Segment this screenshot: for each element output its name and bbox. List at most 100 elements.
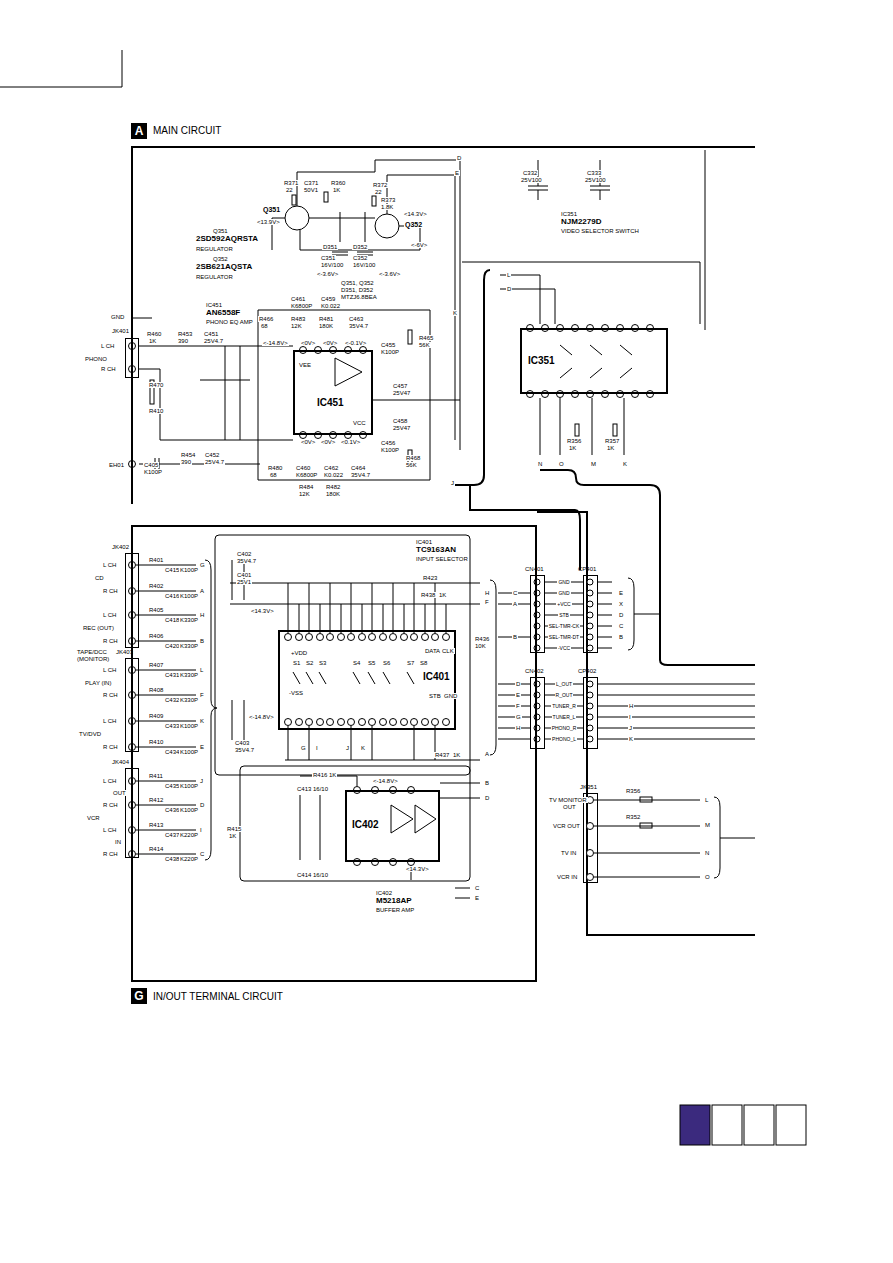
part-label: Q351, Q352 bbox=[340, 280, 375, 286]
part-label: 50V1 bbox=[303, 187, 319, 193]
part-label: K bbox=[628, 736, 634, 742]
part-label: R414 bbox=[148, 846, 164, 852]
part-label: <-14.8V> bbox=[248, 714, 275, 720]
signal-label: GND bbox=[557, 580, 570, 585]
part-label: C435 bbox=[164, 783, 180, 789]
part-label: REGULATOR bbox=[195, 274, 234, 280]
part-label: C452 bbox=[204, 452, 220, 458]
part-label: K6800P bbox=[295, 472, 318, 478]
part-label: E bbox=[515, 692, 521, 698]
part-label: K6800P bbox=[290, 303, 313, 309]
part-label: 25V4.7 bbox=[203, 338, 224, 344]
part-label: R401 bbox=[148, 557, 164, 563]
part-label: C405 bbox=[143, 462, 159, 468]
block-heading: JK404 bbox=[112, 759, 129, 765]
block-heading: JK403 bbox=[116, 649, 133, 655]
part-label: <0V> bbox=[300, 340, 316, 346]
part-label: L CH bbox=[102, 718, 117, 724]
part-label: C463 bbox=[348, 316, 364, 322]
part-label: J bbox=[345, 745, 350, 751]
part-label: <-3.6V> bbox=[378, 271, 401, 277]
part-label: 180K bbox=[318, 323, 334, 329]
part-label: E bbox=[199, 744, 205, 750]
part-label: 2SD592AQRSTA bbox=[195, 235, 259, 243]
part-label: N bbox=[537, 461, 543, 467]
part-label: -VSS bbox=[288, 690, 304, 696]
part-label: K100P bbox=[380, 447, 400, 453]
ic-box: IC351 bbox=[520, 328, 668, 394]
part-label: Q352 bbox=[212, 256, 229, 262]
part-label: PHONO EQ AMP bbox=[205, 319, 254, 325]
part-label: 12K bbox=[290, 323, 303, 329]
part-label: K100P bbox=[179, 807, 199, 813]
part-label: <-14.8V> bbox=[262, 340, 289, 346]
part-label: R411 bbox=[148, 773, 164, 779]
signal-label: SEL-TMR-CK bbox=[548, 624, 581, 629]
part-label: K bbox=[199, 718, 205, 724]
part-label: D351 bbox=[322, 244, 338, 250]
part-label: K330P bbox=[179, 672, 199, 678]
jack-block: JK404 bbox=[125, 768, 139, 858]
part-label: A bbox=[199, 588, 205, 594]
part-label: <14.3V> bbox=[250, 608, 275, 614]
part-label: OUT bbox=[112, 790, 127, 796]
part-label: C bbox=[474, 885, 480, 891]
part-label: G bbox=[515, 714, 522, 720]
part-label: 10K bbox=[474, 643, 487, 649]
part-label: 1K bbox=[228, 833, 237, 839]
part-label: L bbox=[704, 797, 709, 803]
part-label: R405 bbox=[148, 607, 164, 613]
part-label: L CH bbox=[102, 827, 117, 833]
part-label: S4 bbox=[352, 660, 361, 666]
part-label: L CH bbox=[102, 778, 117, 784]
part-label: R483 bbox=[290, 316, 306, 322]
part-label: R409 bbox=[148, 713, 164, 719]
part-label: <0V> bbox=[322, 340, 338, 346]
part-label: D bbox=[506, 286, 512, 292]
part-label: C332 bbox=[522, 170, 538, 176]
ic-name: IC451 bbox=[317, 398, 344, 408]
part-label: C431 bbox=[164, 672, 180, 678]
part-label: R413 bbox=[148, 822, 164, 828]
part-label: TC9163AN bbox=[415, 546, 457, 554]
part-label: R360 bbox=[330, 180, 346, 186]
signal-label: L_OUT bbox=[555, 682, 573, 687]
part-label: <0V> bbox=[320, 439, 336, 445]
part-label: PHONO bbox=[84, 356, 108, 362]
ic-name: IC402 bbox=[352, 820, 379, 830]
part-label: K100P bbox=[179, 749, 199, 755]
part-label: S1 bbox=[292, 660, 301, 666]
part-label: E bbox=[618, 590, 624, 596]
part-label: C352 bbox=[352, 255, 368, 261]
signal-label: PHONO_L bbox=[551, 737, 577, 742]
part-label: R410 bbox=[148, 408, 164, 414]
ic-name: IC351 bbox=[528, 356, 555, 366]
part-label: 22 bbox=[285, 187, 294, 193]
part-label: CLK bbox=[441, 648, 455, 654]
part-label: 35V4.7 bbox=[234, 747, 255, 753]
part-label: C bbox=[618, 623, 624, 629]
monitor-jack-wiring bbox=[594, 797, 755, 878]
part-label: <0V> bbox=[300, 439, 316, 445]
connector-block: CP401 bbox=[583, 575, 598, 653]
part-label: R423 bbox=[422, 575, 438, 581]
part-label: <14.3V> bbox=[403, 211, 428, 217]
part-label: C437 bbox=[164, 832, 180, 838]
part-label: M bbox=[704, 822, 711, 828]
part-label: H bbox=[199, 612, 205, 618]
part-label: C434 bbox=[164, 749, 180, 755]
part-label: IC402 bbox=[375, 890, 393, 896]
part-label: H bbox=[515, 725, 521, 731]
part-label: C414 bbox=[296, 872, 312, 878]
phono-eq-circuit bbox=[129, 310, 461, 480]
part-label: C418 bbox=[164, 617, 180, 623]
part-label: 1K bbox=[606, 445, 615, 451]
part-label: +VDD bbox=[290, 650, 308, 656]
part-label: G bbox=[199, 562, 206, 568]
connector-block: CN401 bbox=[530, 575, 545, 653]
part-label: 25V47 bbox=[392, 425, 411, 431]
part-label: GND bbox=[110, 314, 125, 320]
part-label: VCR IN bbox=[556, 874, 578, 880]
part-label: K100P bbox=[179, 783, 199, 789]
part-label: NJM2279D bbox=[560, 218, 602, 226]
